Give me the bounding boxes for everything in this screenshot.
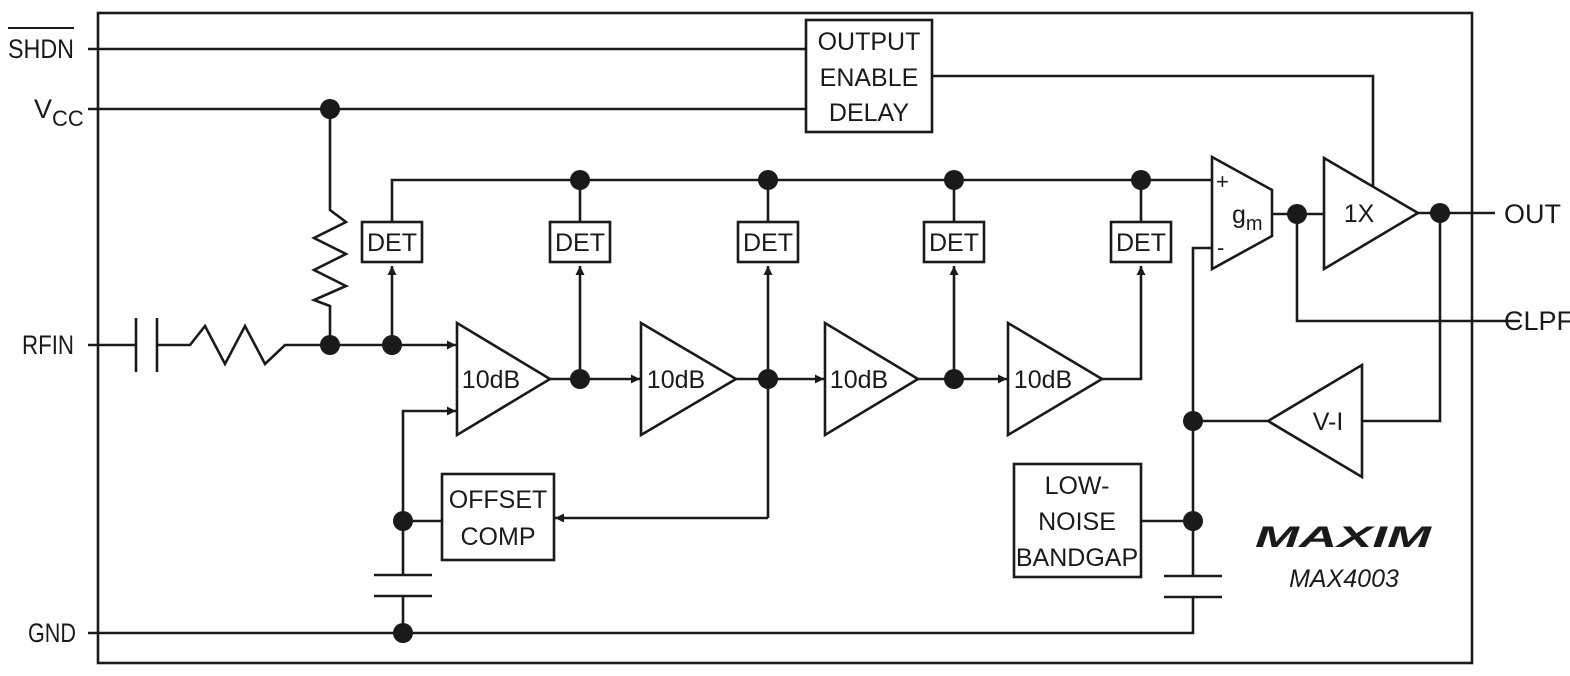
pullup-resistor (310, 109, 350, 345)
gm-minus-sign: - (1217, 235, 1224, 260)
amp-4 (1006, 320, 1105, 438)
buffer-label: 1X (1344, 200, 1375, 228)
vi-converter (1265, 362, 1364, 480)
amp-label-1: 10dB (462, 366, 520, 394)
vi-label: V-I (1313, 408, 1344, 436)
offset-comp-line-2: COMP (461, 523, 536, 551)
pin-clpf-label: CLPF (1504, 306, 1570, 336)
bandgap-line-2: NOISE (1038, 508, 1116, 536)
detector-bus (390, 178, 1212, 222)
offset-capacitor (374, 573, 432, 598)
amp-1 (455, 320, 553, 438)
enable-wire (932, 74, 1375, 193)
offset-comp-line-1: OFFSET (449, 486, 548, 514)
amp-3 (823, 320, 921, 438)
bandgap-box (1012, 462, 1143, 579)
det-label-1: DET (367, 229, 417, 257)
part-number: MAX4003 (1289, 565, 1399, 593)
gm-label: gm (1232, 201, 1263, 235)
pin-shdn-label: SHDN (8, 34, 74, 64)
det-box-4 (922, 220, 986, 264)
oed-line-1: OUTPUT (818, 28, 921, 56)
junction-dots (320, 99, 1450, 643)
det-box-1 (360, 220, 424, 264)
input-resistor (157, 323, 330, 367)
pin-gnd-label: GND (28, 618, 76, 648)
bandgap-line-1: LOW- (1045, 472, 1110, 500)
bandgap-capacitor (1164, 574, 1222, 599)
gm-plus-sign: + (1216, 169, 1229, 194)
amp-2 (639, 320, 739, 438)
amp-label-3: 10dB (830, 366, 888, 394)
buffer-1x (1322, 155, 1421, 272)
maxim-logo: MAXIM (1255, 521, 1433, 554)
det-label-5: DET (1116, 229, 1166, 257)
det-label-4: DET (929, 229, 979, 257)
offset-comp-box (440, 472, 556, 562)
amp-label-2: 10dB (647, 366, 705, 394)
input-capacitor (134, 318, 159, 372)
pin-rfin-label: RFIN (22, 330, 74, 360)
amp-label-4: 10dB (1014, 366, 1072, 394)
chip-outline (96, 11, 1474, 665)
det-label-2: DET (555, 229, 605, 257)
pin-out-label: OUT (1504, 199, 1561, 229)
det-box-5 (1109, 220, 1173, 264)
det-label-3: DET (743, 229, 793, 257)
bandgap-line-3: BANDGAP (1016, 544, 1138, 572)
oed-line-3: DELAY (829, 99, 909, 127)
pin-vcc-label: VCC (34, 94, 84, 131)
output-enable-delay-box (804, 18, 934, 134)
gnd-wire (88, 597, 1195, 635)
gm-block (1210, 154, 1274, 272)
oed-line-2: ENABLE (820, 64, 919, 92)
det-box-2 (548, 220, 612, 264)
det-box-3 (736, 220, 800, 264)
